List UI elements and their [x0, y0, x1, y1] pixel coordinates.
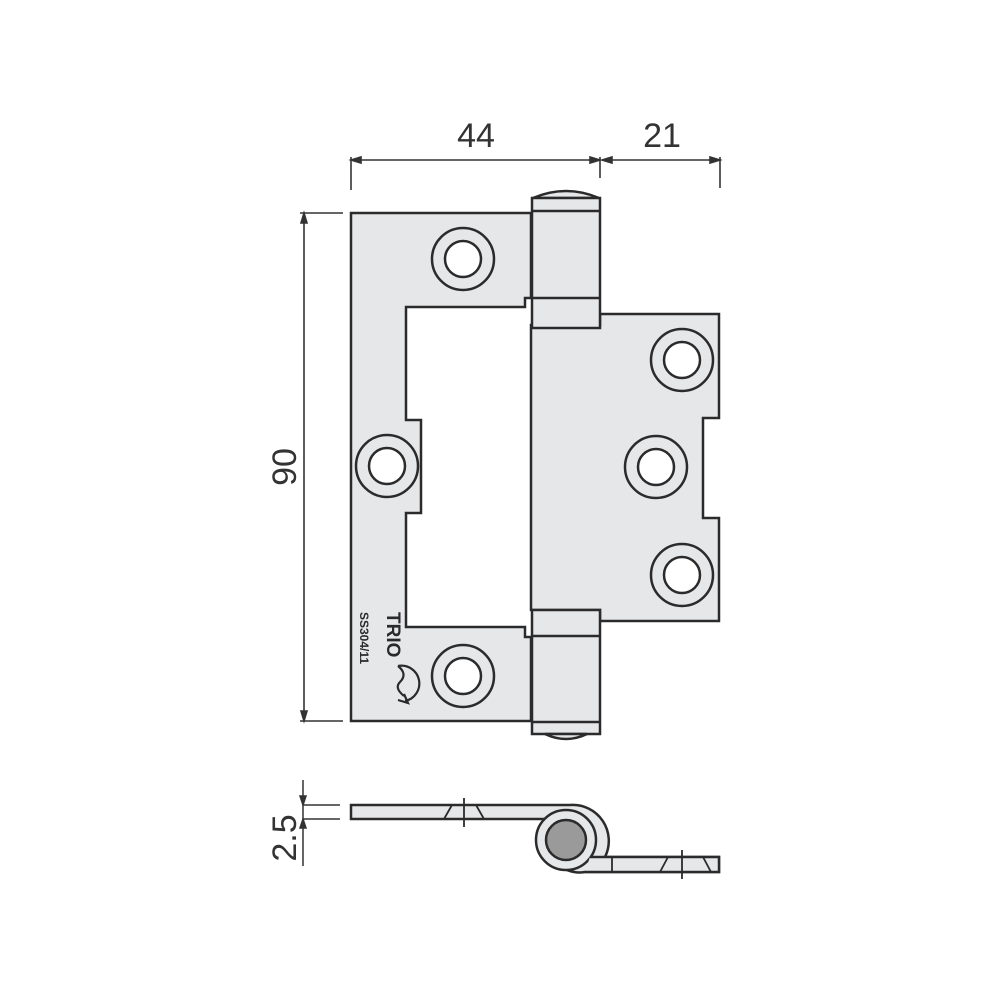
screw-hole-right-top	[649, 327, 715, 393]
hinge-pin	[544, 818, 588, 862]
dimension-label-21: 21	[643, 117, 681, 155]
screw-hole-right-bottom	[649, 542, 715, 608]
screw-hole-left-top	[430, 226, 496, 292]
dimension-label-2-5: 2.5	[266, 814, 304, 861]
screw-hole-left-middle	[354, 433, 420, 499]
height-dimension	[299, 210, 343, 724]
brand-name: TRIO	[382, 612, 403, 657]
width-dimension	[348, 155, 723, 190]
dimension-label-44: 44	[457, 117, 495, 155]
screw-hole-right-middle	[623, 434, 689, 500]
side-profile	[349, 798, 721, 879]
brand-stamp: TRIO SS304/11	[357, 612, 421, 705]
model-number: SS304/11	[357, 612, 371, 664]
thickness-dimension	[298, 780, 340, 866]
brand-logo-icon	[396, 664, 421, 705]
dimension-label-90: 90	[266, 448, 304, 486]
screw-hole-left-bottom	[430, 643, 496, 709]
screw-holes	[354, 226, 715, 709]
hinge-knuckle	[530, 189, 602, 741]
